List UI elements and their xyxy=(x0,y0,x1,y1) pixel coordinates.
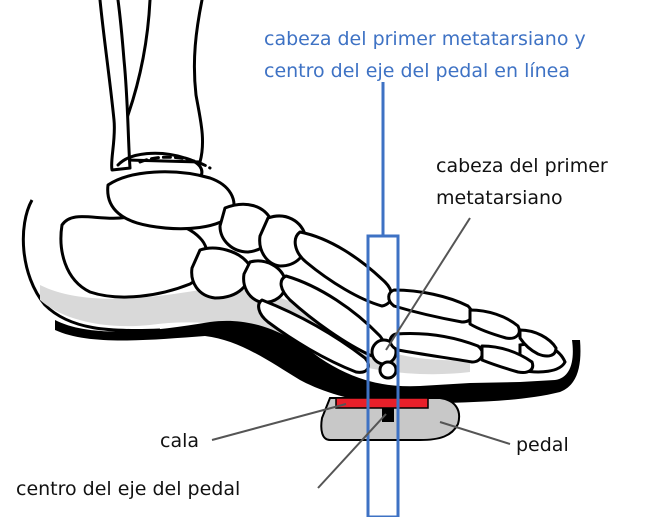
alignment-label-line2: centro del eje del pedal en línea xyxy=(264,60,570,82)
metatarsal-label-line1: cabeza del primer xyxy=(436,155,608,177)
metatarsal-label-line2: metatarsiano xyxy=(436,187,563,209)
phalanx-proximal-a xyxy=(389,290,473,322)
tibia-bone xyxy=(122,0,202,162)
pedal-axle-center-label: centro del eje del pedal xyxy=(16,478,240,500)
leg-bones xyxy=(100,0,210,178)
talus-bone xyxy=(108,172,234,229)
cleat-red-bar xyxy=(336,398,428,408)
sesamoid-bone xyxy=(380,362,396,378)
cleat-label: cala xyxy=(160,430,199,452)
cuboid-bone xyxy=(192,248,250,298)
phalanx-middle-a xyxy=(470,310,519,338)
pedal-label: pedal xyxy=(516,434,569,456)
alignment-label-line1: cabeza del primer metatarsiano y xyxy=(264,28,586,50)
fibula-bone xyxy=(100,0,130,170)
